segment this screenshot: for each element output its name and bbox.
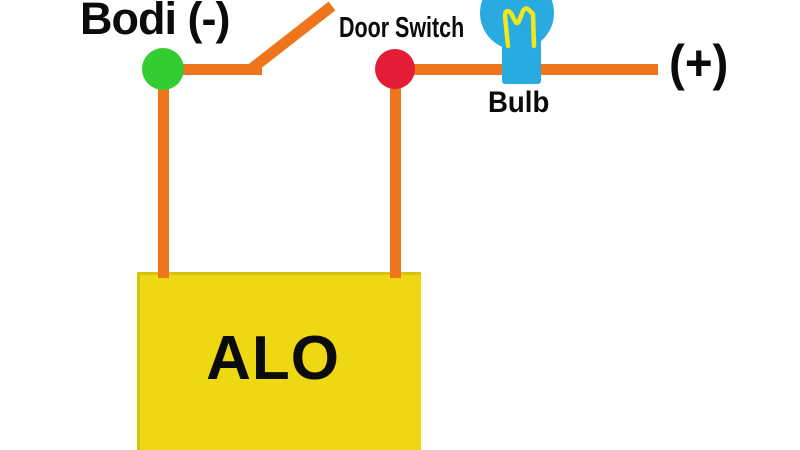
bulb-base-icon [502,38,541,84]
negative-terminal-label: Bodi (-) [80,0,230,44]
door-switch-dot [375,49,415,89]
wire-negative-to-box [158,84,169,278]
door-switch-label: Door Switch [339,12,465,44]
wire-negative-to-switch-arm [163,64,262,75]
negative-terminal-dot [142,48,184,90]
positive-terminal-label: (+) [669,35,729,91]
component-box-label: ALO [206,324,340,393]
bulb-label: Bulb [488,86,550,119]
wire-switch-to-box [390,80,401,278]
component-box: ALO [137,272,421,450]
